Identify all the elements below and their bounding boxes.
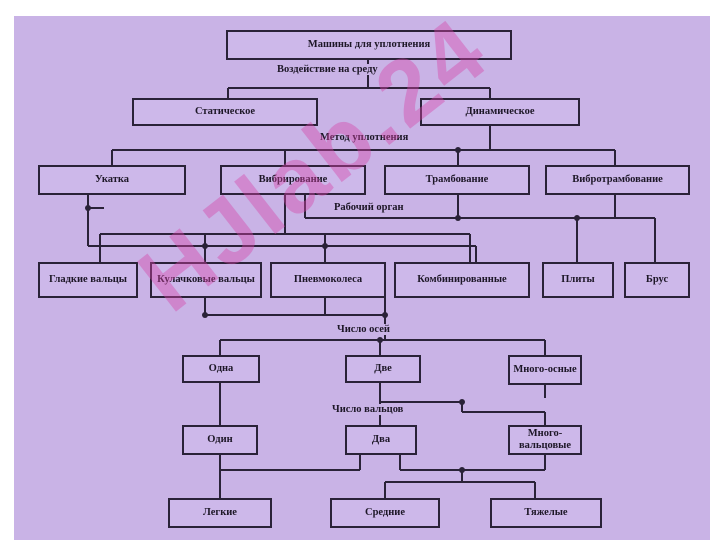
node-root: Машины для уплотнения (226, 30, 512, 60)
label-working-organ: Рабочий орган (332, 202, 406, 213)
node-vibro-tamping: Вибротрамбование (545, 165, 690, 195)
node-rollers-multi: Много-вальцовые (508, 425, 582, 455)
label-axles: Число осей (335, 324, 392, 335)
node-combined: Комбинированные (394, 262, 530, 298)
node-axles-multi: Много-осные (508, 355, 582, 385)
node-vibration: Вибрирование (220, 165, 366, 195)
node-axles-two: Две (345, 355, 421, 383)
node-rollers-two: Два (345, 425, 417, 455)
node-pneumatic-tires: Пневмоколеса (270, 262, 386, 298)
node-rollers-one: Один (182, 425, 258, 455)
node-smooth-rollers: Гладкие вальцы (38, 262, 138, 298)
node-plates: Плиты (542, 262, 614, 298)
node-beam: Брус (624, 262, 690, 298)
node-rolling: Укатка (38, 165, 186, 195)
node-dynamic: Динамическое (420, 98, 580, 126)
node-cam-rollers: Кулачковые вальцы (150, 262, 262, 298)
label-method: Метод уплотнения (318, 132, 411, 143)
node-light: Легкие (168, 498, 272, 528)
label-impact: Воздействие на среду (275, 64, 380, 75)
node-axles-one: Одна (182, 355, 260, 383)
node-tamping: Трамбование (384, 165, 530, 195)
node-medium: Средние (330, 498, 440, 528)
label-rollers: Число вальцов (330, 404, 406, 415)
node-static: Статическое (132, 98, 318, 126)
node-heavy: Тяжелые (490, 498, 602, 528)
